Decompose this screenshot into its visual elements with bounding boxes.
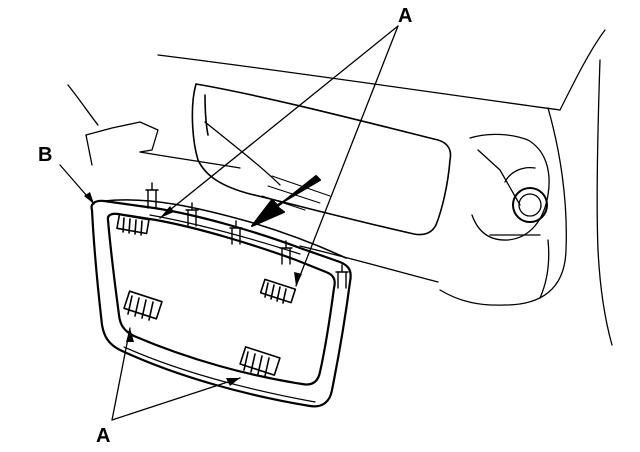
callout-b: B bbox=[38, 144, 53, 166]
tailgate-latch-detail bbox=[469, 133, 550, 299]
clip-top-right bbox=[259, 278, 297, 304]
stud-5 bbox=[335, 264, 349, 289]
stud-3 bbox=[229, 220, 243, 245]
clip-bottom-left bbox=[123, 290, 163, 321]
stud-2 bbox=[185, 202, 199, 227]
stud-1 bbox=[145, 182, 159, 209]
removal-direction-arrow bbox=[251, 175, 321, 227]
vehicle-body-outline bbox=[67, 29, 613, 346]
stud-4 bbox=[279, 240, 293, 265]
leader-arrowheads bbox=[84, 192, 302, 386]
clip-top-left bbox=[116, 213, 150, 236]
callout-a-bottom: A bbox=[96, 425, 111, 447]
leader-lines bbox=[59, 25, 399, 421]
rear-window-opening bbox=[191, 83, 452, 236]
callout-a-top: A bbox=[398, 5, 413, 27]
mounting-studs bbox=[145, 182, 349, 289]
retaining-clips bbox=[116, 213, 297, 377]
clip-bottom-right bbox=[239, 346, 281, 377]
trim-panel bbox=[90, 199, 352, 408]
